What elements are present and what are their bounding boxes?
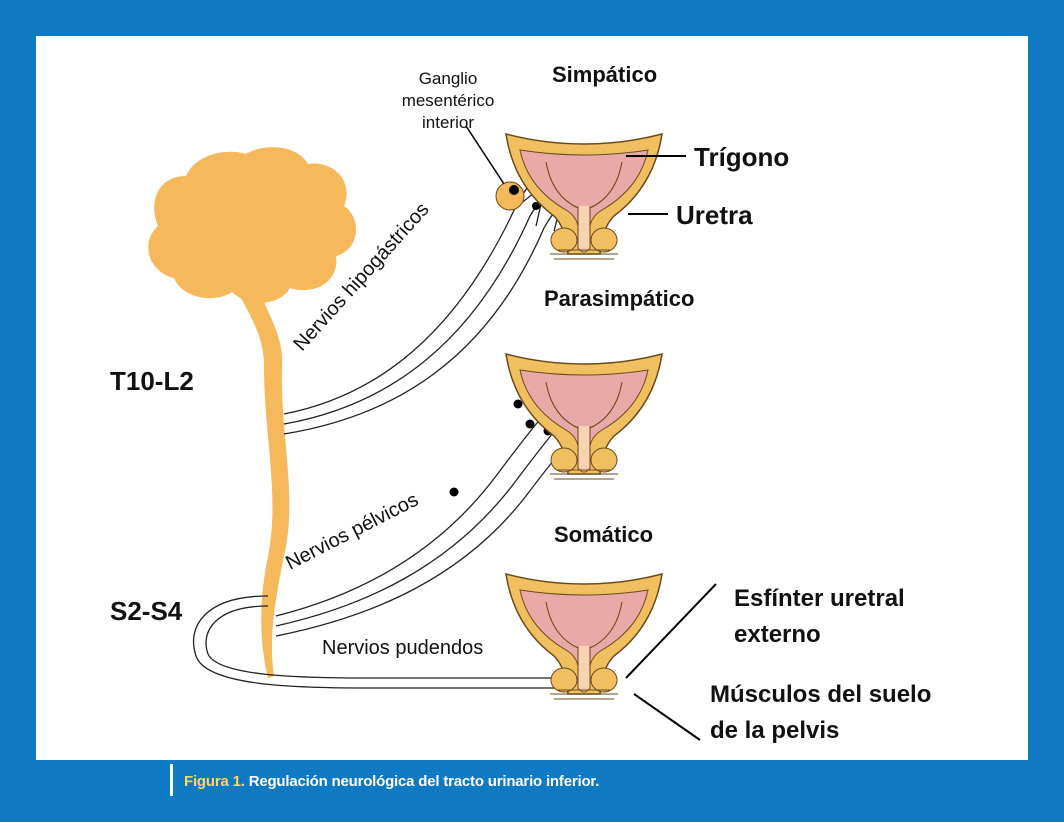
- diagram-panel: Ganglio mesentérico interior Simpático T…: [36, 36, 1028, 760]
- ganglion-pointer: [466, 126, 504, 184]
- sphincter-label-line2: externo: [734, 621, 821, 648]
- figure-caption-text: Regulación neurológica del tracto urinar…: [249, 773, 600, 790]
- somatic-title: Somático: [554, 522, 653, 547]
- sympathetic-title: Simpático: [552, 62, 657, 87]
- caption-bar: Figura 1. Regulación neurológica del tra…: [36, 760, 1028, 786]
- synapse-dot: [526, 420, 535, 429]
- s2-s4-label: S2-S4: [110, 596, 183, 626]
- pelvic-floor-label-line1: Músculos del suelo: [710, 681, 931, 708]
- pudendal-nerves-label: Nervios pudendos: [322, 637, 483, 659]
- synapse-dot: [450, 488, 459, 497]
- mesenteric-ganglion: [496, 182, 524, 210]
- sphincter-label-line1: Esfínter uretral: [734, 585, 905, 612]
- synapse-dot: [514, 400, 523, 409]
- ganglion-label-line1: Ganglio: [419, 69, 478, 88]
- urethra-label: Uretra: [676, 200, 753, 230]
- bladder-parasympathetic: [506, 354, 662, 479]
- caption-divider: [170, 764, 173, 796]
- pelvic-nerves-label: Nervios pélvicos: [282, 489, 422, 575]
- figure-caption: Figura 1. Regulación neurológica del tra…: [184, 773, 599, 790]
- ganglion-label-line3: interior: [422, 113, 474, 132]
- ganglion-neuron: [509, 185, 519, 195]
- neuro-diagram: Ganglio mesentérico interior Simpático T…: [36, 36, 1028, 760]
- figure-number: Figura 1.: [184, 773, 245, 790]
- trigone-label: Trígono: [694, 142, 789, 172]
- t10-l2-label: T10-L2: [110, 366, 194, 396]
- ganglion-label-line2: mesentérico: [402, 91, 495, 110]
- pelvic-floor-label-line2: de la pelvis: [710, 717, 839, 744]
- bladder-somatic: [506, 574, 662, 699]
- pelvic-floor-pointer: [634, 694, 700, 740]
- parasympathetic-title: Parasimpático: [544, 286, 694, 311]
